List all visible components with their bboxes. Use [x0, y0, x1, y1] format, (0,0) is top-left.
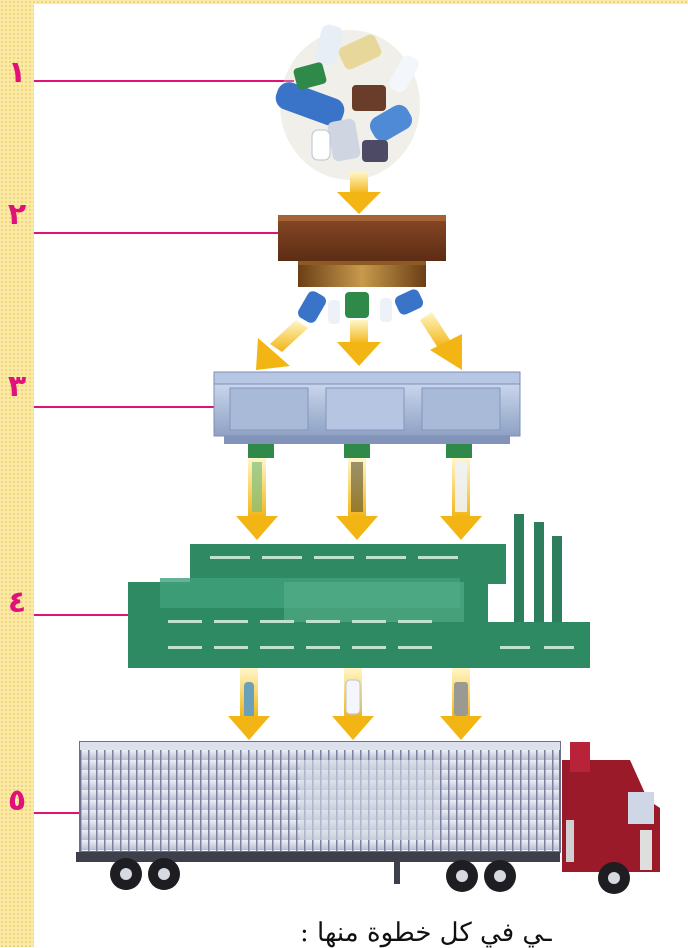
sorted-cans-stream: [336, 458, 378, 540]
step-number-5: ٥: [7, 783, 27, 818]
arrow-down-icon: [337, 172, 381, 214]
sorting-press-icon: [278, 215, 446, 324]
bottle-product-arrow: [228, 668, 270, 740]
page-margin-strip: [0, 0, 34, 947]
separation-machine-icon: [213, 371, 521, 458]
container-product-arrow: [332, 668, 374, 740]
step-number-2: ٢: [7, 197, 27, 232]
sorted-glass-stream: [236, 458, 278, 540]
leader-line-1: [34, 80, 294, 82]
step-number-4: ٤: [7, 585, 27, 620]
step-number-1: ١: [7, 55, 27, 90]
can-product-arrow: [440, 668, 482, 740]
factory-icon: [128, 514, 590, 668]
leader-line-2: [34, 232, 278, 234]
leader-line-5: [34, 812, 80, 814]
truck-icon: [76, 741, 660, 894]
recyclables-pile-icon: [275, 24, 420, 180]
step-number-3: ٣: [7, 369, 27, 404]
arrow-down-left-icon: [256, 320, 308, 370]
arrow-down-right-icon: [420, 312, 462, 370]
page-top-strip: [0, 0, 688, 4]
caption-text: ـي في كل خطوة منها :: [300, 918, 552, 948]
leader-line-3: [34, 406, 216, 408]
arrow-down-icon: [337, 320, 381, 366]
sorted-plastic-stream: [440, 458, 482, 540]
leader-line-4: [34, 614, 132, 616]
